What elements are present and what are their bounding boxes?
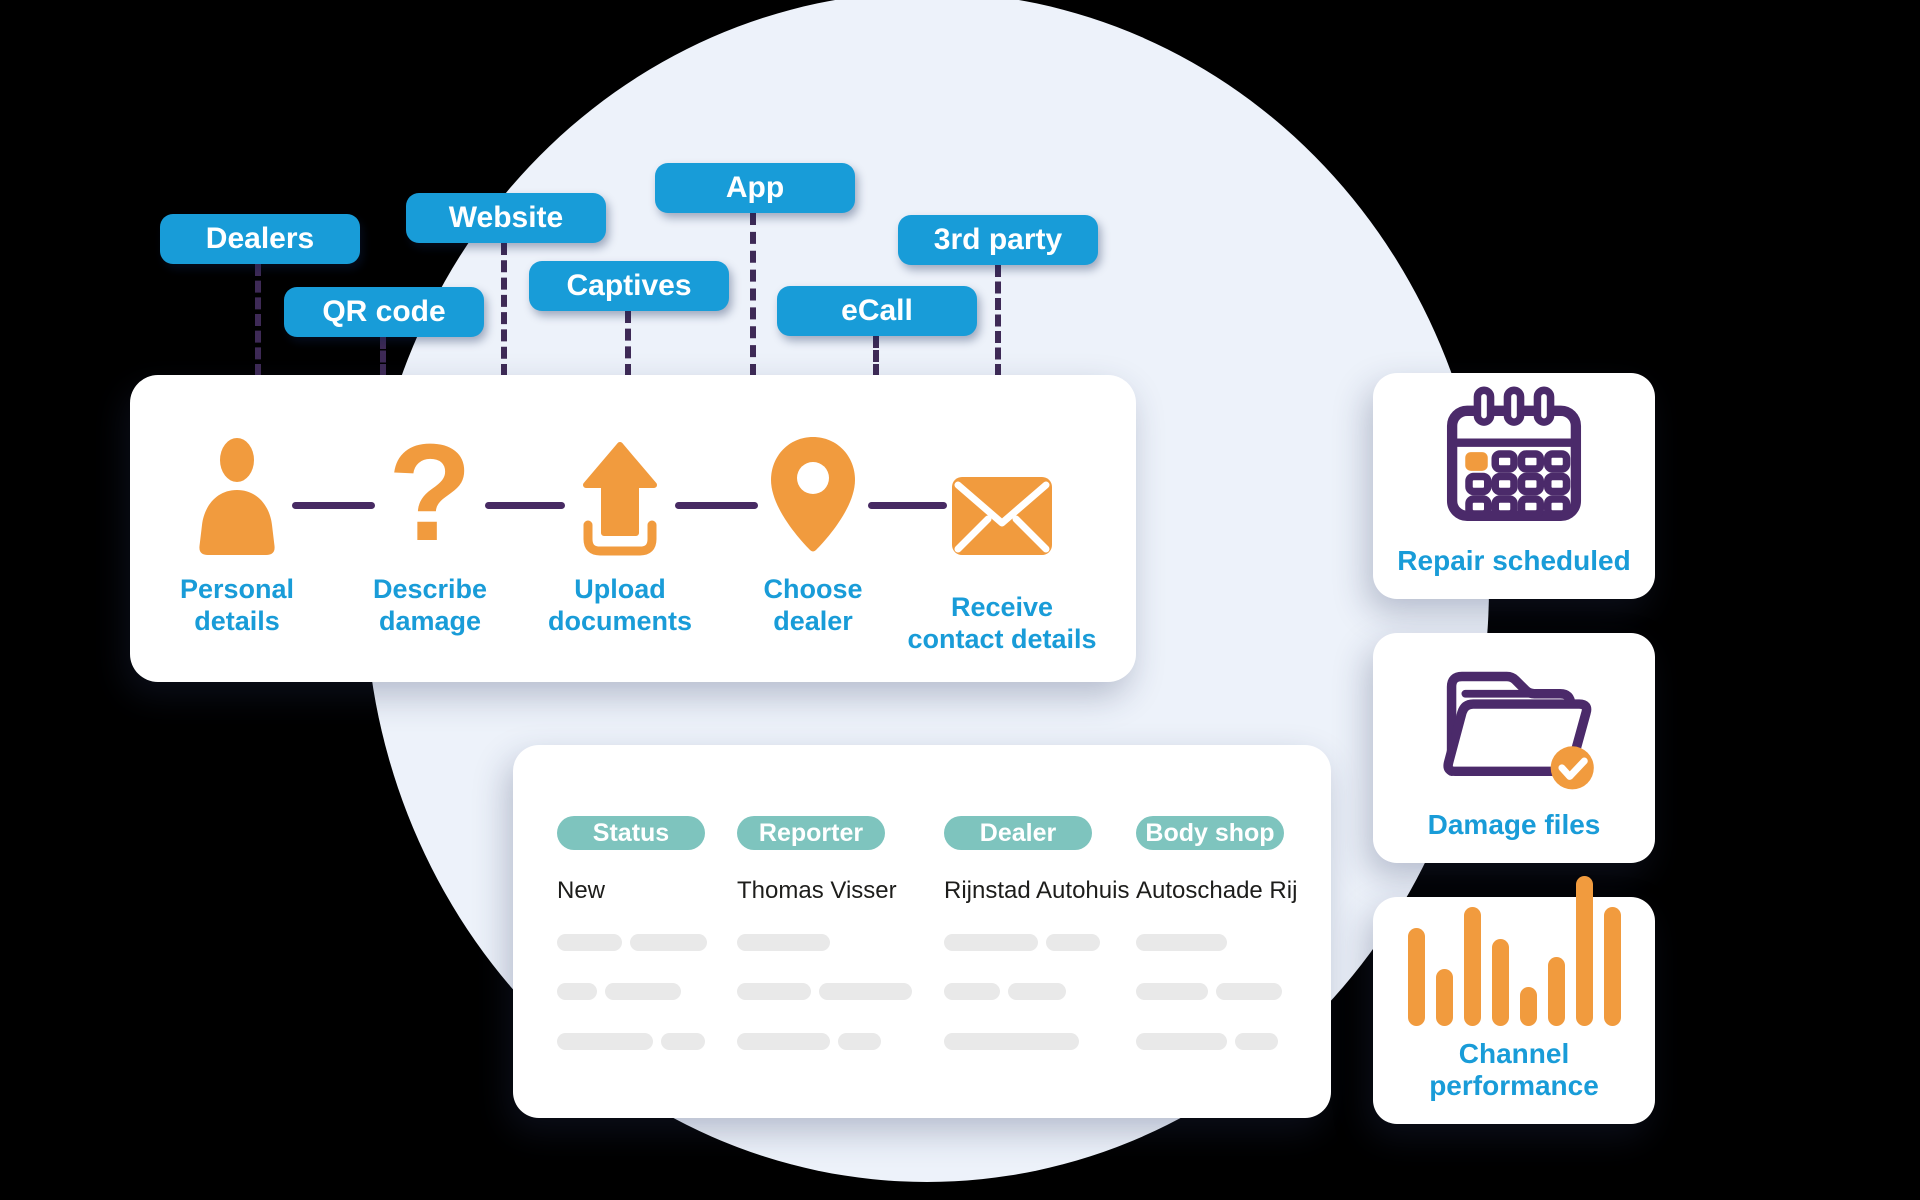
skeleton-row-placeholder	[1136, 983, 1282, 1000]
chart-bar	[1547, 957, 1565, 1026]
skeleton-row-placeholder	[557, 934, 707, 951]
step-label: Describe damage	[372, 574, 488, 637]
location-pin-icon	[765, 425, 861, 557]
cell-status: New	[557, 877, 606, 904]
connector-dash-app	[750, 213, 756, 376]
person-icon	[187, 425, 287, 557]
step-label: Receive contact details	[907, 592, 1097, 655]
placeholder-pill	[737, 1033, 830, 1050]
process-step-describe-damage: ? Describe damage	[335, 416, 525, 638]
placeholder-pill	[1136, 983, 1208, 1000]
connector-dash-captives	[625, 311, 631, 376]
placeholder-pill	[630, 934, 707, 951]
placeholder-pill	[1046, 934, 1100, 951]
process-connector-line	[292, 502, 375, 509]
placeholder-pill	[605, 983, 681, 1000]
skeleton-row-placeholder	[737, 934, 830, 951]
question-mark-icon: ?	[387, 416, 473, 571]
placeholder-pill	[944, 934, 1038, 951]
skeleton-row-placeholder	[1136, 1033, 1278, 1050]
skeleton-row-placeholder	[737, 1033, 881, 1050]
connector-dash-dealers	[255, 264, 261, 376]
placeholder-pill	[838, 1033, 881, 1050]
claim-process-card: Personal details ? Describe damage Uploa…	[130, 375, 1136, 682]
column-header-status: Status	[557, 816, 705, 850]
cell-reporter: Thomas Visser	[737, 877, 897, 904]
calendar-icon	[1439, 378, 1589, 533]
placeholder-pill	[944, 1033, 1079, 1050]
envelope-icon	[950, 425, 1054, 575]
column-header-body-shop: Body shop	[1136, 816, 1284, 850]
chart-bar	[1463, 907, 1481, 1026]
connector-dash-website	[501, 243, 507, 376]
placeholder-pill	[557, 1033, 653, 1050]
channel-tag-3rd-party: 3rd party	[898, 215, 1098, 265]
placeholder-pill	[1235, 1033, 1278, 1050]
channel-tag-dealers: Dealers	[160, 214, 360, 264]
connector-dash-3rd-party	[995, 265, 1001, 376]
channel-tag-ecall: eCall	[777, 286, 977, 336]
placeholder-pill	[819, 983, 912, 1000]
placeholder-pill	[737, 934, 830, 951]
channel-tag-app: App	[655, 163, 855, 213]
placeholder-pill	[1216, 983, 1282, 1000]
chart-bar	[1407, 928, 1425, 1026]
claims-table-card: Status Reporter Dealer Body shop New Tho…	[513, 745, 1331, 1118]
process-step-personal-details: Personal details	[142, 425, 332, 638]
card-label: Damage files	[1427, 809, 1601, 840]
placeholder-pill	[1136, 934, 1227, 951]
skeleton-row-placeholder	[737, 983, 912, 1000]
bar-chart-icon	[1407, 876, 1621, 1026]
chart-bar	[1435, 969, 1453, 1026]
placeholder-pill	[737, 983, 811, 1000]
placeholder-pill	[1136, 1033, 1227, 1050]
process-connector-line	[868, 502, 947, 509]
placeholder-pill	[1008, 983, 1066, 1000]
step-label: Choose dealer	[763, 574, 863, 637]
skeleton-row-placeholder	[944, 983, 1066, 1000]
repair-scheduled-card: Repair scheduled	[1373, 373, 1655, 599]
chart-bar	[1603, 907, 1621, 1026]
column-header-dealer: Dealer	[944, 816, 1092, 850]
damage-files-card: Damage files	[1373, 633, 1655, 863]
column-header-reporter: Reporter	[737, 816, 885, 850]
process-connector-line	[675, 502, 758, 509]
upload-icon	[560, 425, 680, 557]
skeleton-row-placeholder	[1136, 934, 1227, 951]
process-connector-line	[485, 502, 565, 509]
step-label: Personal details	[179, 574, 295, 637]
connector-dash-ecall	[873, 336, 879, 376]
connector-dash-qr-code	[380, 337, 386, 376]
process-step-upload-documents: Upload documents	[525, 425, 715, 638]
placeholder-pill	[557, 983, 597, 1000]
chart-bar	[1491, 939, 1509, 1026]
skeleton-row-placeholder	[944, 934, 1100, 951]
channel-performance-card: Channel performance	[1373, 876, 1655, 1124]
placeholder-pill	[557, 934, 622, 951]
card-label: Repair scheduled	[1397, 545, 1631, 576]
cell-dealer: Rijnstad Autohuis	[944, 877, 1130, 904]
step-label: Upload documents	[547, 574, 693, 637]
process-step-choose-dealer: Choose dealer	[718, 425, 908, 638]
channel-tag-qr-code: QR code	[284, 287, 484, 337]
process-step-receive-contact-details: Receive contact details	[887, 425, 1117, 656]
chart-bar	[1575, 876, 1593, 1026]
placeholder-pill	[661, 1033, 705, 1050]
skeleton-row-placeholder	[557, 983, 681, 1000]
card-label: Channel performance	[1429, 1038, 1599, 1101]
placeholder-pill	[944, 983, 1000, 1000]
channel-tag-captives: Captives	[529, 261, 729, 311]
skeleton-row-placeholder	[944, 1033, 1079, 1050]
cell-body-shop: Autoschade Rij	[1136, 877, 1298, 904]
skeleton-row-placeholder	[557, 1033, 705, 1050]
channel-tag-website: Website	[406, 193, 606, 243]
chart-bar	[1519, 987, 1537, 1026]
folder-check-icon	[1412, 642, 1617, 797]
